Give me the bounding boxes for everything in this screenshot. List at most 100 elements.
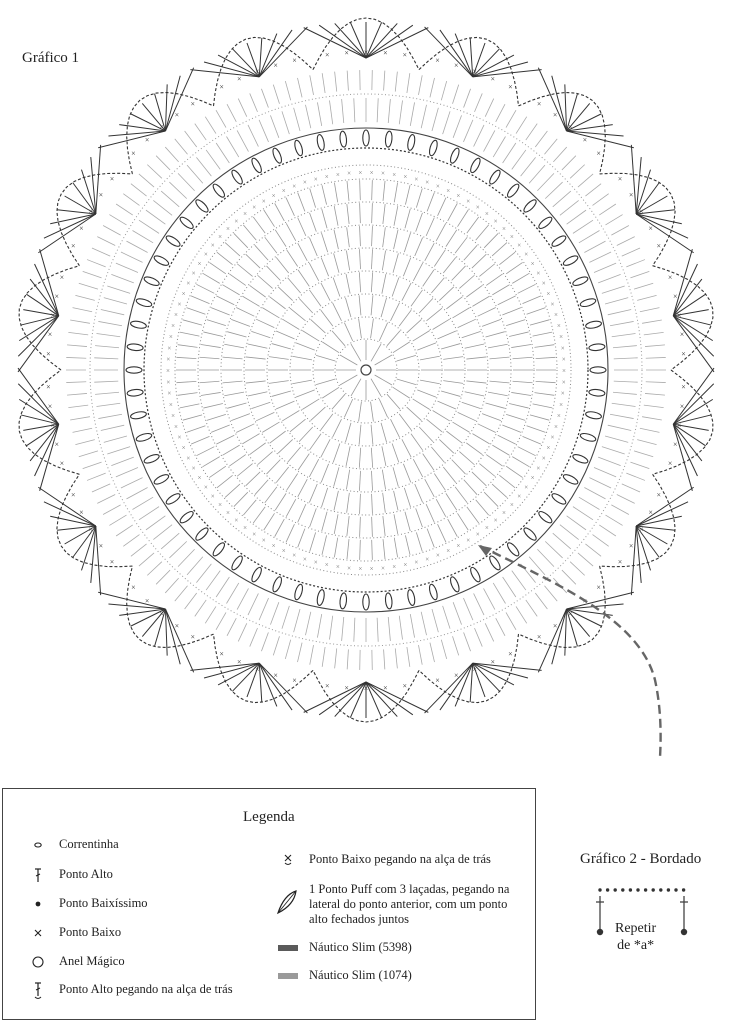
legend-item-slip-stitch: Ponto Baixíssimo (23, 896, 148, 912)
svg-text:×: × (364, 684, 369, 693)
svg-text:×: × (536, 270, 540, 278)
svg-text:×: × (182, 444, 186, 452)
svg-text:×: × (79, 508, 84, 517)
magic-ring-icon (23, 954, 53, 970)
svg-text:×: × (166, 356, 170, 364)
svg-text:×: × (51, 311, 56, 320)
svg-text:×: × (681, 349, 686, 358)
svg-text:×: × (71, 242, 76, 251)
svg-text:×: × (402, 682, 407, 691)
svg-text:×: × (175, 110, 180, 119)
svg-text:×: × (425, 555, 429, 563)
svg-text:×: × (166, 378, 170, 386)
svg-text:×: × (325, 561, 329, 569)
svg-text:×: × (243, 524, 247, 532)
svg-text:×: × (182, 290, 186, 298)
svg-text:×: × (561, 344, 565, 352)
slip-stitch-icon (23, 896, 53, 912)
svg-text:×: × (218, 233, 222, 241)
svg-text:×: × (211, 492, 215, 500)
svg-text:×: × (639, 525, 644, 534)
svg-text:×: × (211, 242, 215, 250)
svg-text:×: × (60, 459, 65, 468)
svg-text:×: × (656, 242, 661, 251)
svg-text:×: × (88, 525, 93, 534)
svg-text:×: × (167, 344, 171, 352)
svg-text:×: × (292, 182, 296, 190)
svg-text:×: × (370, 565, 374, 573)
svg-text:×: × (336, 171, 340, 179)
svg-text:×: × (237, 74, 242, 83)
svg-text:×: × (303, 179, 307, 187)
svg-text:×: × (596, 583, 601, 592)
svg-text:×: × (159, 122, 164, 131)
svg-text:×: × (191, 99, 196, 108)
svg-text:×: × (186, 280, 190, 288)
svg-text:×: × (403, 561, 407, 569)
svg-text:×: × (554, 311, 558, 319)
svg-text:×: × (557, 412, 561, 420)
svg-text:×: × (436, 552, 440, 560)
svg-text:×: × (167, 390, 171, 398)
svg-text:×: × (131, 149, 136, 158)
svg-text:×: × (456, 542, 460, 550)
svg-text:×: × (234, 217, 238, 225)
svg-text:×: × (414, 558, 418, 566)
yarn-color-swatch-icon (273, 968, 303, 984)
svg-text:×: × (668, 273, 673, 282)
svg-text:×: × (255, 665, 260, 674)
svg-text:×: × (88, 207, 93, 216)
svg-text:×: × (656, 490, 661, 499)
legend-item-back-loop-single-crochet: Ponto Baixo pegando na alça de trás (273, 852, 491, 868)
svg-text:×: × (510, 233, 514, 241)
legend-item-color-1074: Náutico Slim (1074) (273, 968, 412, 984)
svg-text:×: × (596, 149, 601, 158)
svg-text:×: × (466, 197, 470, 205)
svg-text:×: × (178, 300, 182, 308)
svg-text:×: × (344, 49, 349, 58)
svg-text:×: × (508, 83, 513, 92)
svg-text:×: × (562, 378, 566, 386)
svg-text:×: × (197, 474, 201, 482)
svg-text:×: × (178, 434, 182, 442)
svg-text:×: × (218, 501, 222, 509)
svg-text:×: × (381, 170, 385, 178)
svg-text:×: × (524, 483, 528, 491)
svg-text:×: × (508, 649, 513, 658)
puff-stitch-icon (273, 882, 303, 922)
legend-title: Legenda (243, 809, 295, 825)
svg-text:×: × (169, 333, 173, 341)
svg-text:×: × (491, 658, 496, 667)
svg-text:×: × (292, 676, 297, 685)
svg-text:×: × (48, 330, 53, 339)
svg-text:×: × (561, 390, 565, 398)
legend-item-double-crochet: Ponto Alto (23, 867, 113, 883)
svg-text:×: × (403, 173, 407, 181)
arrow-head-icon (478, 545, 492, 556)
svg-text:×: × (454, 61, 459, 70)
svg-text:×: × (680, 330, 685, 339)
svg-text:×: × (435, 56, 440, 65)
svg-text:×: × (568, 122, 573, 131)
svg-text:×: × (551, 300, 555, 308)
svg-text:×: × (681, 383, 686, 392)
single-crochet-icon (23, 925, 53, 941)
svg-text:×: × (473, 665, 478, 674)
legend-item-magic-ring: Anel Mágico (23, 954, 125, 970)
svg-text:×: × (55, 440, 60, 449)
svg-text:×: × (110, 557, 115, 566)
legend: Legenda Correntinha Ponto Alto Ponto Bai… (2, 788, 536, 1020)
svg-text:×: × (169, 401, 173, 409)
svg-text:×: × (536, 464, 540, 472)
svg-text:×: × (618, 557, 623, 566)
svg-text:×: × (272, 542, 276, 550)
svg-text:×: × (197, 260, 201, 268)
svg-text:×: × (668, 459, 673, 468)
svg-text:×: × (517, 242, 521, 250)
svg-text:×: × (435, 676, 440, 685)
svg-text:×: × (46, 349, 51, 358)
svg-text:×: × (358, 565, 362, 573)
svg-text:×: × (456, 192, 460, 200)
svg-text:×: × (273, 61, 278, 70)
svg-text:×: × (282, 187, 286, 195)
